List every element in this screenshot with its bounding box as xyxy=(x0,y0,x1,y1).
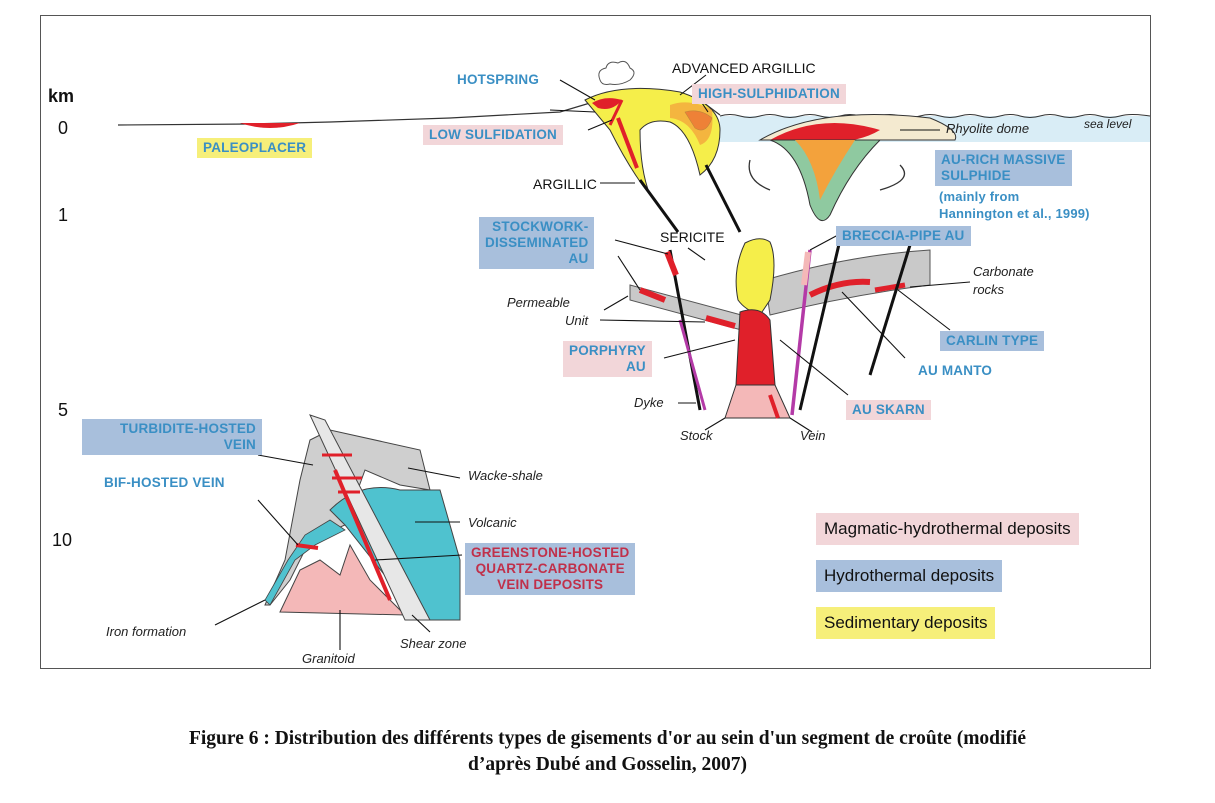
carbonate-line1: Carbonate xyxy=(973,264,1034,279)
label-breccia-pipe: BRECCIA-PIPE AU xyxy=(836,226,971,246)
label-carlin-type: CARLIN TYPE xyxy=(940,331,1045,351)
iron-formation-band xyxy=(264,519,346,606)
au-rich-line2: SULPHIDE xyxy=(941,168,1011,183)
vms-arrow-right xyxy=(879,164,906,191)
caption-line2: d’après Dubé and Gosselin, 2007) xyxy=(468,754,747,775)
greenstone-line2: QUARTZ-CARBONATE xyxy=(475,561,625,576)
vms-red-lens xyxy=(770,122,880,142)
stockwork-line1: STOCKWORK- xyxy=(492,219,589,234)
label-high-sulphidation: HIGH-SULPHIDATION xyxy=(692,84,846,104)
legend-sedimentary: Sedimentary deposits xyxy=(816,607,996,639)
label-hotspring: HOTSPRING xyxy=(457,72,540,87)
label-au-manto: AU MANTO xyxy=(918,363,993,378)
label-au-rich-massive-sulphide: AU-RICH MASSIVE SULPHIDE xyxy=(935,150,1072,186)
stockwork-dyke-mag xyxy=(678,319,707,411)
low-sulfidation-vein-branch xyxy=(608,99,624,126)
manto-dyke xyxy=(798,239,842,411)
porphyry-stock xyxy=(735,309,776,386)
bif-vein xyxy=(295,543,319,550)
au-rich-note1: (mainly from xyxy=(939,189,1020,204)
label-au-skarn: AU SKARN xyxy=(846,400,931,420)
label-vein: Vein xyxy=(800,428,826,443)
label-stock: Stock xyxy=(680,428,713,443)
stockwork-line2: DISSEMINATED xyxy=(485,235,589,250)
permeable-line1: Permeable xyxy=(507,295,570,310)
au-rich-line1: AU-RICH MASSIVE xyxy=(941,152,1066,167)
paleoplacer-lens xyxy=(240,123,300,128)
vein-in-stock xyxy=(768,394,780,419)
label-greenstone-hosted: GREENSTONE-HOSTED QUARTZ-CARBONATE VEIN … xyxy=(465,543,636,595)
label-sea-level: sea level xyxy=(1084,117,1132,131)
granite-stock xyxy=(724,384,791,419)
label-rhyolite-dome: Rhyolite dome xyxy=(946,121,1030,136)
sericite-stock xyxy=(735,238,775,316)
stockwork-line3: AU xyxy=(568,251,589,266)
label-dyke: Dyke xyxy=(634,395,664,410)
breccia-ore xyxy=(801,251,811,286)
label-bif-hosted-vein: BIF-HOSTED VEIN xyxy=(104,475,225,490)
permeable-line2: Unit xyxy=(565,313,589,328)
label-advanced-argillic: ADVANCED ARGILLIC xyxy=(672,60,816,76)
stockwork-dyke xyxy=(668,249,702,411)
figure-caption: Figure 6 : Distribution des différents t… xyxy=(0,726,1215,778)
greenstone-line1: GREENSTONE-HOSTED xyxy=(471,545,630,560)
caption-line1: Figure 6 : Distribution des différents t… xyxy=(188,728,1027,749)
vms-feeder-orange xyxy=(795,140,855,200)
carbonate-line2: rocks xyxy=(973,282,1005,297)
sea-level-line xyxy=(719,114,1151,118)
label-au-rich-note: (mainly from Hannington et al., 1999) xyxy=(939,188,1090,222)
turbidite-line2: VEIN xyxy=(223,437,256,452)
figure-frame xyxy=(40,15,1151,669)
depth-tick-0: 0 xyxy=(58,118,69,138)
label-shear-zone: Shear zone xyxy=(400,636,467,651)
label-carbonate-rocks: Carbonate rocks xyxy=(973,263,1034,299)
depth-tick-10: 10 xyxy=(52,530,73,550)
label-paleoplacer: PALEOPLACER xyxy=(197,138,313,158)
carlin-dyke xyxy=(868,244,912,376)
carlin-lens xyxy=(874,282,906,293)
legend-hydrothermal: Hydrothermal deposits xyxy=(816,560,1003,592)
stockwork-ore xyxy=(664,250,679,277)
label-turbidite-hosted-vein: TURBIDITE-HOSTED VEIN xyxy=(82,419,262,455)
manto-lens xyxy=(808,278,871,298)
label-porphyry-au: PORPHYRY AU xyxy=(563,341,652,377)
label-low-sulfidation: LOW SULFIDATION xyxy=(423,125,563,145)
low-sulfidation-vein xyxy=(616,117,639,169)
label-wacke-shale: Wacke-shale xyxy=(468,468,543,483)
label-volcanic: Volcanic xyxy=(468,515,517,530)
skarn-lens xyxy=(705,315,736,329)
vms-arrow-left xyxy=(748,159,771,191)
label-stockwork-disseminated: STOCKWORK- DISSEMINATED AU xyxy=(479,217,595,269)
hotspring-sinter xyxy=(592,98,622,109)
porphyry-line1: PORPHYRY xyxy=(569,343,646,358)
granitoid-body xyxy=(279,543,407,616)
label-permeable-unit: Permeable Unit xyxy=(507,294,588,330)
label-granitoid: Granitoid xyxy=(302,651,355,666)
argillic-conduit-1 xyxy=(638,179,680,233)
label-sericite: SERICITE xyxy=(660,229,725,245)
label-argillic: ARGILLIC xyxy=(533,176,597,192)
steam-cloud-icon xyxy=(598,60,635,85)
greenstone-line3: VEIN DEPOSITS xyxy=(497,577,604,592)
depth-tick-1: 1 xyxy=(58,205,69,225)
orange-alteration xyxy=(670,102,713,145)
shear-zone xyxy=(309,414,431,621)
depth-tick-5: 5 xyxy=(58,400,69,420)
argillic-conduit-2 xyxy=(704,164,742,233)
depth-axis-unit: km xyxy=(48,86,75,106)
leader-lines xyxy=(214,74,971,650)
permeable-lens xyxy=(638,287,667,303)
legend-magmatic-hydrothermal: Magmatic-hydrothermal deposits xyxy=(816,513,1079,545)
label-iron-formation: Iron formation xyxy=(106,624,187,639)
au-rich-note2: Hannington et al., 1999) xyxy=(939,206,1090,221)
turbidite-line1: TURBIDITE-HOSTED xyxy=(120,421,256,436)
porphyry-line2: AU xyxy=(625,359,646,374)
